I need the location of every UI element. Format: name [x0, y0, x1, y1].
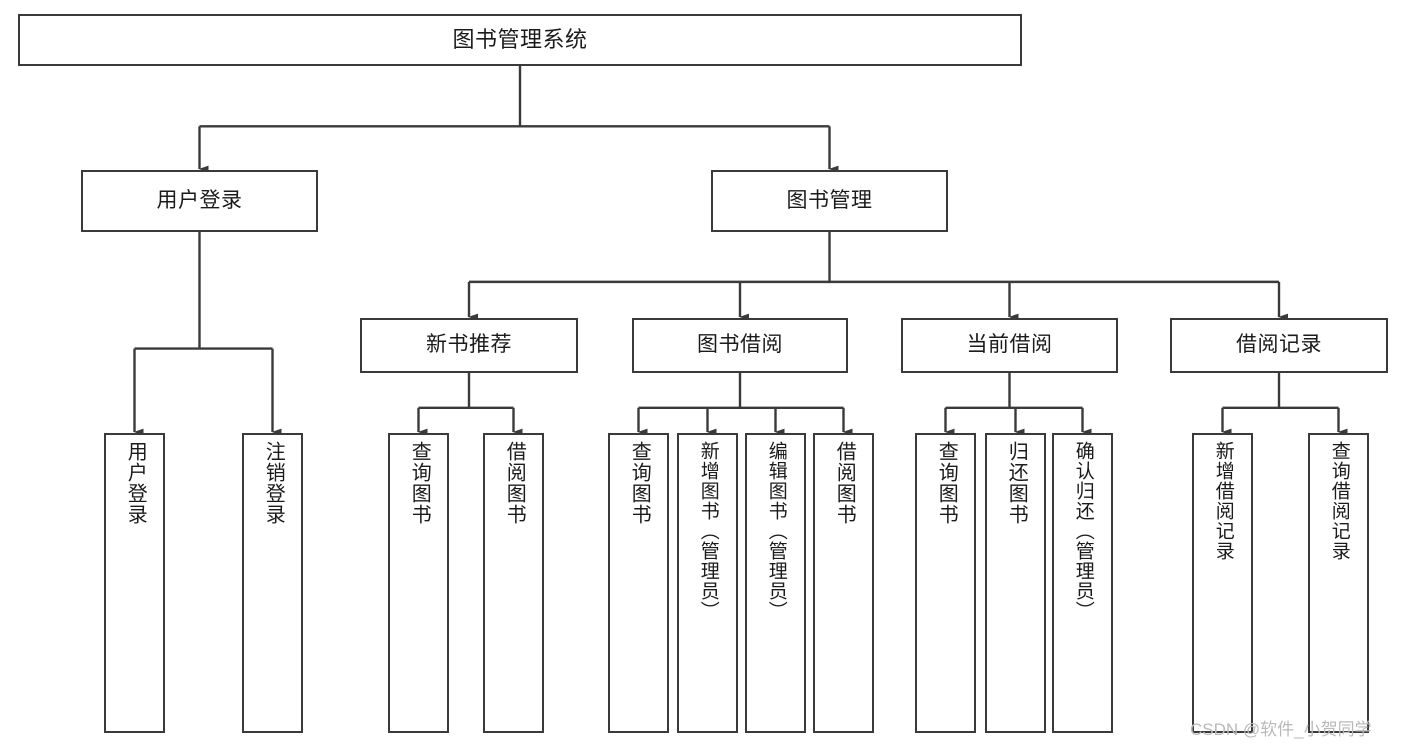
node-leaf-borrow-book-bor-label: 借阅图书: [833, 441, 856, 525]
node-leaf-confirm-return-label: 确认归还（管理员）: [1072, 441, 1094, 621]
node-new-book-recommend[interactable]: 新书推荐: [360, 318, 578, 373]
node-root-system-label: 图书管理系统: [452, 27, 588, 53]
node-leaf-borrow-book-rec[interactable]: 借阅图书: [483, 433, 544, 733]
node-new-book-recommend-label: 新书推荐: [426, 333, 512, 357]
node-current-borrow[interactable]: 当前借阅: [901, 318, 1118, 373]
node-borrow-record-label: 借阅记录: [1236, 333, 1322, 357]
node-book-management[interactable]: 图书管理: [711, 170, 948, 232]
csdn-watermark: CSDN @软件_小贺同学: [1190, 720, 1372, 739]
node-leaf-borrow-book-bor[interactable]: 借阅图书: [813, 433, 874, 733]
node-leaf-query-record-label: 查询借阅记录: [1328, 441, 1350, 561]
node-leaf-query-book-bor[interactable]: 查询图书: [608, 433, 669, 733]
node-leaf-edit-book[interactable]: 编辑图书（管理员）: [745, 433, 806, 733]
node-user-login[interactable]: 用户登录: [81, 170, 318, 232]
node-book-borrow[interactable]: 图书借阅: [632, 318, 848, 373]
node-leaf-query-book-bor-label: 查询图书: [628, 441, 651, 525]
node-leaf-add-book[interactable]: 新增图书（管理员）: [677, 433, 738, 733]
node-leaf-add-record[interactable]: 新增借阅记录: [1192, 433, 1253, 733]
node-leaf-query-book-rec-label: 查询图书: [408, 441, 431, 525]
node-leaf-user-login-label: 用户登录: [124, 441, 147, 525]
node-leaf-borrow-book-rec-label: 借阅图书: [503, 441, 526, 525]
node-leaf-return-book[interactable]: 归还图书: [985, 433, 1046, 733]
node-borrow-record[interactable]: 借阅记录: [1170, 318, 1388, 373]
node-leaf-edit-book-label: 编辑图书（管理员）: [765, 441, 787, 621]
node-book-management-label: 图书管理: [786, 188, 873, 212]
node-root-system[interactable]: 图书管理系统: [18, 14, 1022, 66]
node-leaf-user-login[interactable]: 用户登录: [104, 433, 165, 733]
node-leaf-add-book-label: 新增图书（管理员）: [697, 441, 719, 621]
node-leaf-query-record[interactable]: 查询借阅记录: [1308, 433, 1369, 733]
node-leaf-user-logout-label: 注销登录: [262, 441, 285, 525]
node-user-login-label: 用户登录: [156, 188, 243, 212]
node-leaf-confirm-return[interactable]: 确认归还（管理员）: [1052, 433, 1113, 733]
node-current-borrow-label: 当前借阅: [966, 333, 1053, 357]
node-leaf-query-book-rec[interactable]: 查询图书: [388, 433, 449, 733]
node-leaf-user-logout[interactable]: 注销登录: [242, 433, 303, 733]
node-leaf-add-record-label: 新增借阅记录: [1212, 441, 1234, 561]
node-leaf-return-book-label: 归还图书: [1005, 441, 1028, 525]
node-book-borrow-label: 图书借阅: [697, 333, 783, 357]
node-leaf-query-book-cur-label: 查询图书: [935, 441, 958, 525]
node-leaf-query-book-cur[interactable]: 查询图书: [915, 433, 976, 733]
